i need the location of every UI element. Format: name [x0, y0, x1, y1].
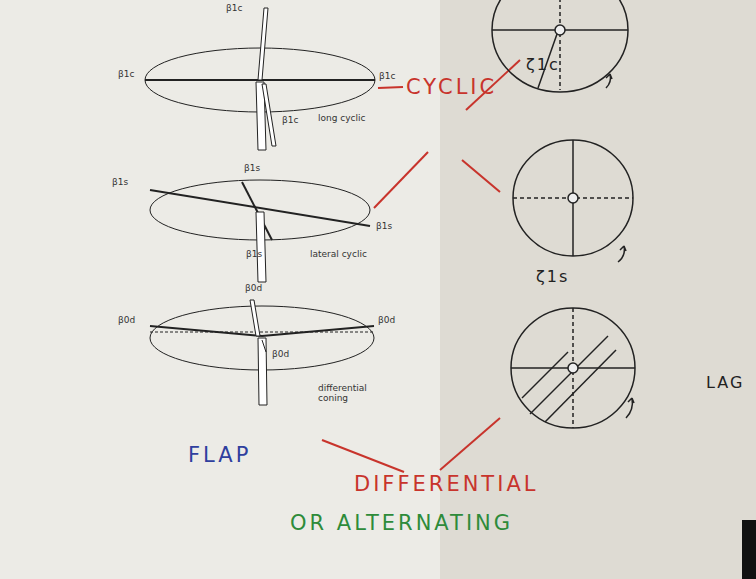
mode-heading: OR ALTERNATING	[290, 512, 513, 535]
beta-label: β0d	[118, 316, 135, 326]
beta-label: β0d	[378, 316, 395, 326]
beta-label: β1c	[379, 72, 395, 82]
mode-heading: DIFFERENTIAL	[354, 473, 538, 496]
figure-caption: differential coning	[318, 384, 378, 404]
beta-label: β1s	[376, 222, 392, 232]
beta-label: β1c	[282, 116, 298, 126]
flap-heading: FLAP	[188, 444, 251, 467]
beta-label: β0d	[272, 350, 289, 360]
beta-label: β1c	[226, 4, 242, 14]
figure-caption: lateral cyclic	[310, 250, 367, 260]
lag-figures	[492, 0, 635, 428]
beta-label: β1s	[246, 250, 262, 260]
mode-heading: CYCLIC	[406, 76, 497, 99]
beta-label: β1s	[112, 178, 128, 188]
beta-label: β1s	[244, 164, 260, 174]
dark-corner	[742, 520, 756, 579]
lag-symbol: ζ1s	[536, 268, 569, 286]
lag-heading: LAG	[706, 374, 744, 392]
beta-label: β1c	[118, 70, 134, 80]
beta-label: β0d	[245, 284, 262, 294]
flap-figures	[145, 8, 375, 405]
lag-symbol: ζ1c	[526, 56, 560, 74]
figure-caption: long cyclic	[318, 114, 365, 124]
